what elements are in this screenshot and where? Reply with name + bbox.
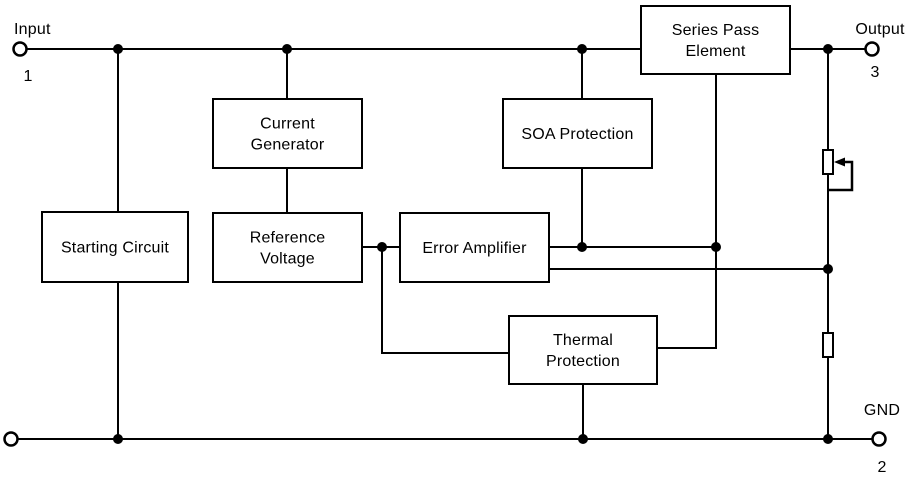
- junction-dot: [577, 44, 587, 54]
- block-box: [399, 212, 550, 283]
- input-pin-number: 1: [23, 68, 32, 85]
- junction-dot: [711, 242, 721, 252]
- block-label: Thermal: [553, 332, 613, 349]
- junction-dot: [113, 434, 123, 444]
- resistor-body: [822, 332, 834, 358]
- junction-dot: [823, 44, 833, 54]
- wiper-loop-wire: [829, 160, 854, 192]
- junction-dot: [377, 242, 387, 252]
- junction-dot: [823, 264, 833, 274]
- block-box: [640, 5, 791, 75]
- output-terminal: Output 3: [855, 21, 905, 81]
- block-box: [508, 315, 658, 385]
- block-label: Series Pass: [672, 22, 760, 39]
- junction-dot: [113, 44, 123, 54]
- bottom-left-terminal-circle-icon: [3, 431, 19, 447]
- input-terminal-label: Input: [14, 21, 51, 38]
- wires: [17, 48, 873, 440]
- junction-dot: [577, 242, 587, 252]
- series-pass-to-thermal-wire: [657, 74, 717, 349]
- block-current-generator: Current Generator: [212, 98, 363, 169]
- block-error-amplifier: Error Amplifier: [399, 212, 550, 283]
- junction-dot: [578, 434, 588, 444]
- gnd-terminal-label: GND: [864, 402, 900, 419]
- block-label: Voltage: [260, 251, 315, 268]
- input-terminal: Input 1: [12, 21, 51, 85]
- block-soa-protection: SOA Protection: [502, 98, 653, 169]
- gnd-terminal: GND 2: [864, 402, 900, 476]
- output-terminal-label: Output: [855, 21, 905, 38]
- bottom-left-terminal: [3, 431, 19, 447]
- output-terminal-circle-icon: [864, 41, 880, 57]
- block-label: Reference: [250, 230, 326, 247]
- output-pin-number: 3: [870, 64, 879, 81]
- block-series-pass-element: Series Pass Element: [640, 5, 791, 75]
- gnd-pin-number: 2: [877, 459, 886, 476]
- adjustable-resistor-icon: [822, 149, 854, 192]
- block-label: Starting Circuit: [61, 240, 169, 257]
- block-label: Element: [685, 43, 745, 60]
- block-label: Error Amplifier: [422, 240, 527, 257]
- input-terminal-circle-icon: [12, 41, 28, 57]
- reference-to-thermal-wire: [381, 247, 509, 354]
- junction-dot: [823, 434, 833, 444]
- block-box: [212, 98, 363, 169]
- block-starting-circuit: Starting Circuit: [41, 211, 189, 283]
- block-label: Current: [260, 116, 315, 133]
- junction-dot: [282, 44, 292, 54]
- resistor-icon: [822, 332, 834, 358]
- block-label: Protection: [546, 353, 620, 370]
- block-thermal-protection: Thermal Protection: [508, 315, 658, 385]
- block-reference-voltage: Reference Voltage: [212, 212, 363, 283]
- block-label: SOA Protection: [521, 126, 633, 143]
- wiper-arrow-icon: [834, 157, 845, 167]
- block-box: [502, 98, 653, 169]
- block-box: [212, 212, 363, 283]
- adjustable-resistor-body: [822, 149, 834, 175]
- gnd-terminal-circle-icon: [871, 431, 887, 447]
- block-label: Generator: [251, 137, 325, 154]
- block-box: [41, 211, 189, 283]
- junction-dots: [113, 44, 833, 444]
